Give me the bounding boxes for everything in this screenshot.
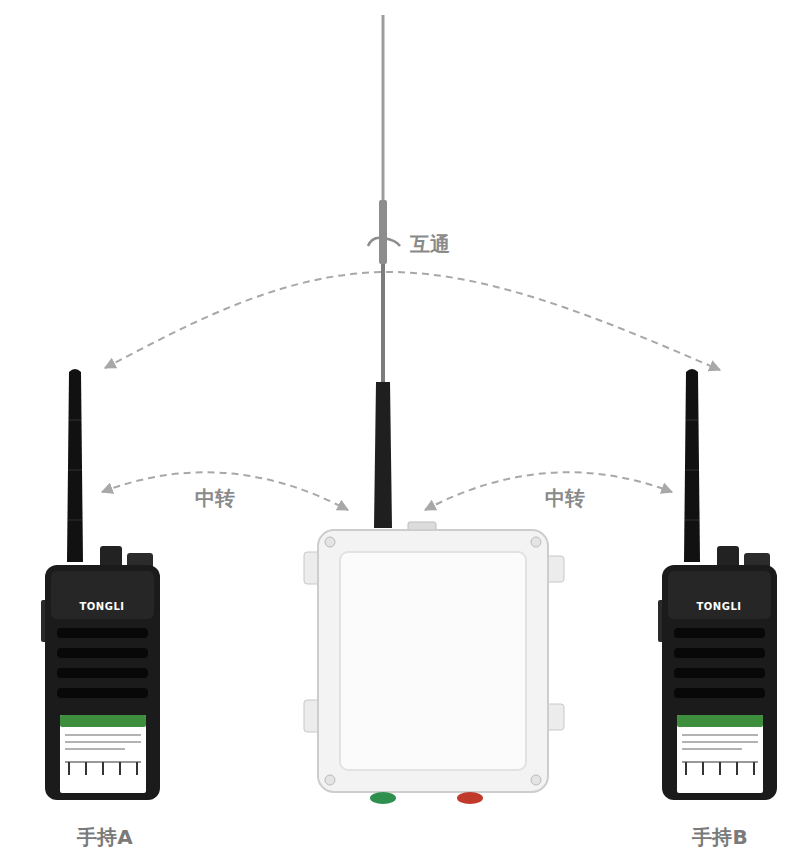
relay-label: 中转 xyxy=(542,485,588,512)
relay-label: 中转 xyxy=(192,485,238,512)
brand-text: TONGLI xyxy=(80,601,125,612)
radio-node: 手持B xyxy=(655,370,785,853)
repeater-antenna xyxy=(368,15,400,528)
intercom-arrow xyxy=(105,272,720,370)
repeater-box xyxy=(304,522,564,804)
device-name: 手持B xyxy=(688,822,751,853)
edge-label: 互通 xyxy=(407,231,453,258)
device-name: 手持A xyxy=(73,822,136,853)
handheld-radio xyxy=(658,369,777,800)
brand-text: TONGLI xyxy=(697,601,742,612)
handheld-radio xyxy=(41,369,160,800)
